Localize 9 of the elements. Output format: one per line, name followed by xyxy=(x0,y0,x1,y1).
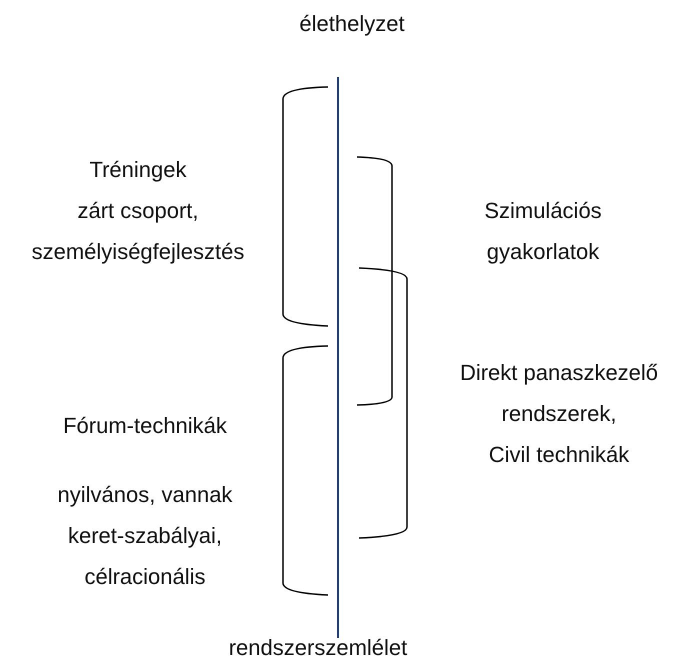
category-heading: Szimulációs gyakorlatok xyxy=(483,197,603,266)
axis-end-label: élethelyzet xyxy=(298,10,406,38)
category-heading: Civil technikák xyxy=(488,441,630,469)
axis-end-label: rendszerszemlélet xyxy=(228,634,408,662)
category-heading: Direkt panaszkezelő rendszerek, xyxy=(458,359,660,428)
category-description: nyilvános, vannak keret-szabályai, célracionális xyxy=(56,481,234,591)
category-heading: Tréningek xyxy=(88,156,188,184)
category-description: zárt csoport, személyiségfejlesztés xyxy=(30,197,246,266)
category-heading: Fórum-technikák xyxy=(62,412,228,440)
